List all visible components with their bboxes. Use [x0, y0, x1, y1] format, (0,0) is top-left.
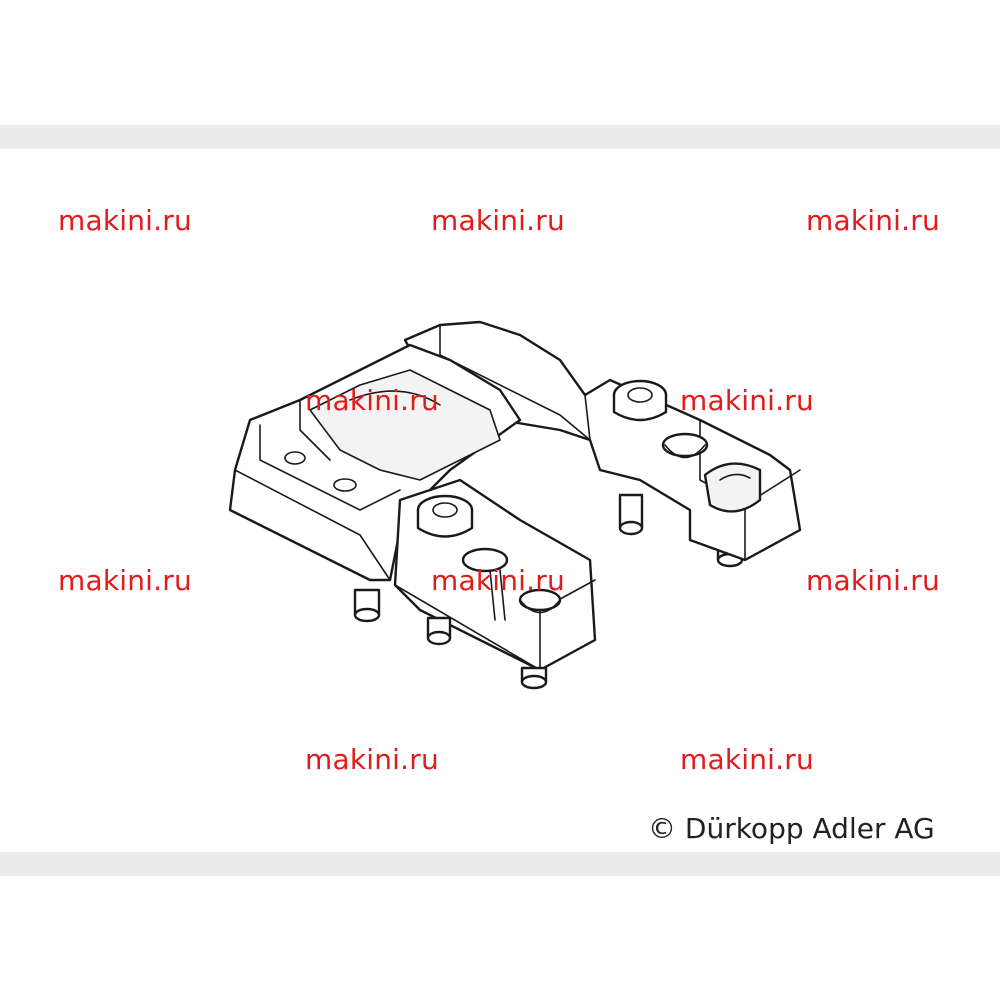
- copyright-notice: © Dürkopp Adler AG: [648, 812, 935, 845]
- front-pin-right: [520, 666, 548, 690]
- bottom-frame-band: [0, 852, 1000, 876]
- watermark-text: makini.ru: [680, 384, 814, 417]
- watermark-text: makini.ru: [305, 384, 439, 417]
- watermark-text: makini.ru: [58, 204, 192, 237]
- rear-pin-mid: [618, 493, 644, 536]
- watermark-text: makini.ru: [680, 743, 814, 776]
- watermark-text: makini.ru: [305, 743, 439, 776]
- watermark-text: makini.ru: [806, 564, 940, 597]
- front-pin-left: [353, 588, 381, 623]
- watermark-text: makini.ru: [806, 204, 940, 237]
- top-frame-band: [0, 125, 1000, 149]
- right-arm: [403, 320, 802, 562]
- watermark-text: makini.ru: [58, 564, 192, 597]
- watermark-text: makini.ru: [431, 564, 565, 597]
- front-pin-mid: [426, 616, 452, 646]
- left-frame: [228, 343, 522, 582]
- watermark-text: makini.ru: [431, 204, 565, 237]
